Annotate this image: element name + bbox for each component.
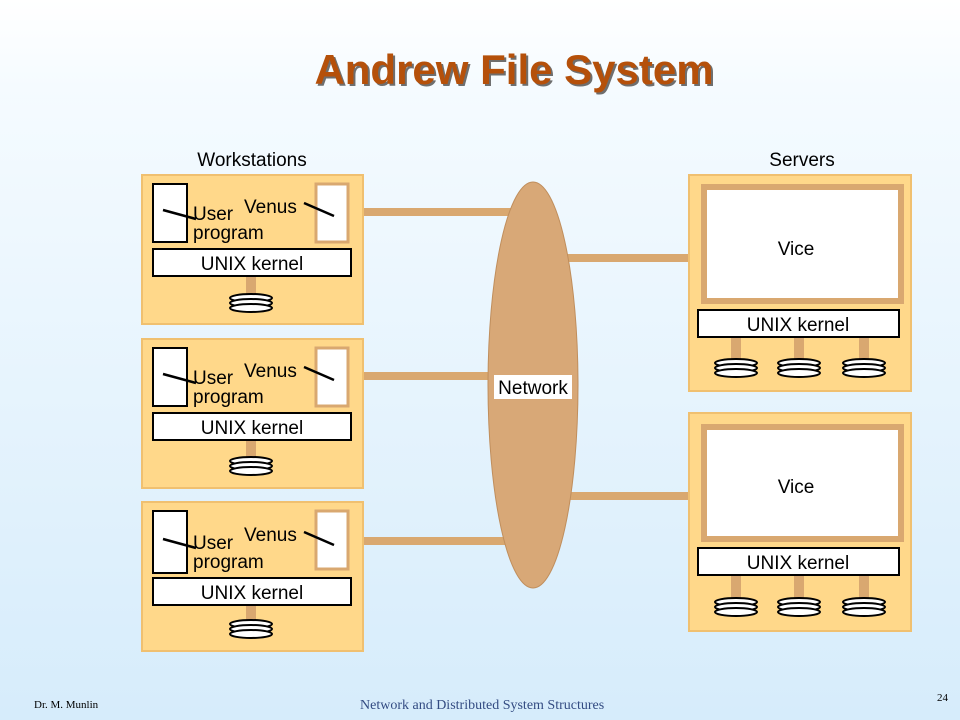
disk-link — [794, 576, 804, 598]
venus-box — [314, 182, 350, 244]
unix-kernel-box — [152, 577, 352, 606]
disk-link — [246, 277, 256, 296]
network-label-bg — [494, 375, 572, 399]
program-label: program — [193, 223, 264, 244]
venus-label: Venus — [244, 525, 297, 546]
disk-icon — [714, 597, 758, 617]
workstation-links — [356, 208, 512, 545]
user-label: User — [193, 368, 234, 389]
disk-icon — [842, 597, 886, 617]
program-label: program — [193, 387, 264, 408]
ws1-link — [356, 208, 512, 216]
vice-box — [701, 184, 904, 304]
vice-label: Vice — [778, 477, 815, 498]
slide-title: Andrew File System — [314, 46, 714, 93]
program-label: program — [193, 552, 264, 573]
disk-icon — [229, 456, 273, 476]
workstation-3: Venus User program UNIX kernel — [141, 501, 364, 652]
unix-kernel-label: UNIX kernel — [747, 553, 849, 574]
servers-header: Servers — [769, 150, 834, 171]
workstation-2: Venus User program UNIX kernel — [141, 338, 364, 489]
server-1: Vice UNIX kernel — [688, 174, 912, 392]
venus-label: Venus — [244, 361, 297, 382]
unix-kernel-box — [697, 547, 900, 576]
network: Network — [487, 181, 579, 589]
unix-kernel-box — [697, 309, 900, 338]
disk-icon — [842, 358, 886, 378]
server-2: Vice UNIX kernel — [688, 412, 912, 632]
disk-icon — [229, 619, 273, 639]
venus-arrow — [303, 530, 335, 547]
disk-icon — [777, 597, 821, 617]
user-label: User — [193, 533, 234, 554]
srv2-link — [566, 492, 704, 500]
disk-link — [731, 576, 741, 598]
ws3-link — [356, 537, 512, 545]
disk-link — [246, 441, 256, 460]
disk-icon — [229, 293, 273, 313]
srv1-link — [566, 254, 704, 262]
author-footer: Dr. M. Munlin — [34, 699, 99, 711]
unix-kernel-label: UNIX kernel — [747, 315, 849, 336]
system-call-arrow — [162, 372, 197, 385]
ws2-link — [356, 372, 512, 380]
venus-arrow — [303, 365, 335, 382]
course-footer: Network and Distributed System Structure… — [360, 698, 605, 713]
page-number: 24 — [937, 692, 948, 704]
workstations-header: Workstations — [197, 150, 306, 171]
vice-box — [701, 424, 904, 542]
disk-icon — [714, 358, 758, 378]
server-links — [566, 254, 704, 500]
venus-label: Venus — [244, 197, 297, 218]
venus-box — [314, 346, 350, 408]
workstation-1: Venus User program UNIX kernel — [141, 174, 364, 325]
system-call-arrow — [162, 537, 197, 550]
unix-kernel-label: UNIX kernel — [201, 254, 303, 275]
network-label: Network — [498, 378, 568, 399]
vice-label: Vice — [778, 239, 815, 260]
disk-icon — [777, 358, 821, 378]
disk-link — [859, 338, 869, 360]
system-call-arrow — [162, 208, 197, 221]
disk-link — [794, 338, 804, 360]
disk-link — [731, 338, 741, 360]
unix-kernel-box — [152, 248, 352, 277]
unix-kernel-label: UNIX kernel — [201, 418, 303, 439]
disk-link — [859, 576, 869, 598]
unix-kernel-box — [152, 412, 352, 441]
unix-kernel-label: UNIX kernel — [201, 583, 303, 604]
user-label: User — [193, 204, 234, 225]
disk-link — [246, 606, 256, 624]
venus-arrow — [303, 201, 335, 218]
